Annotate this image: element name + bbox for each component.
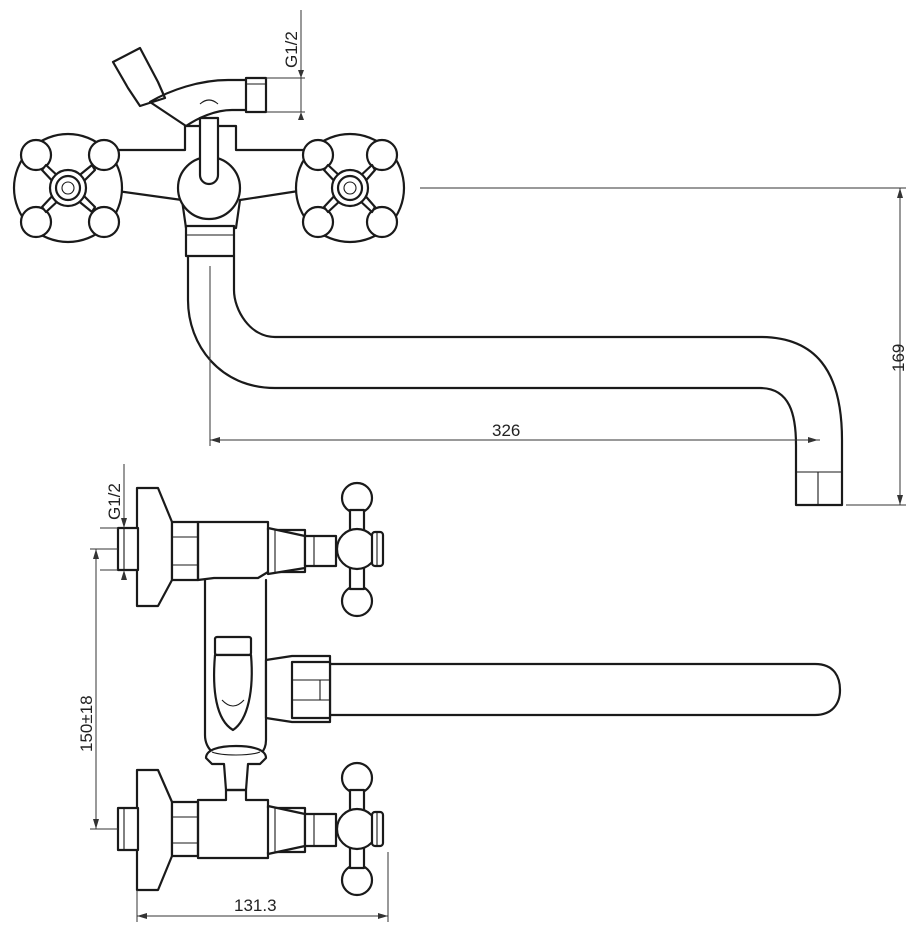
spout-reach-label: 326	[492, 421, 520, 440]
dimension-center-distance: 150±18	[77, 548, 118, 830]
spout-top	[186, 254, 844, 507]
shower-holder	[204, 744, 268, 792]
lower-connection	[116, 768, 200, 892]
depth-label: 131.3	[234, 896, 277, 915]
height-label: 169	[889, 344, 908, 372]
right-handle-top	[294, 132, 406, 244]
top-view: G1/2 169 326	[12, 10, 908, 507]
diverter-lever	[111, 46, 268, 128]
thread-side-label: G1/2	[105, 483, 124, 520]
side-view: G1/2 150±18 131.3	[77, 464, 842, 922]
thread-top-label: G1/2	[282, 31, 301, 68]
upper-valve-body	[196, 520, 338, 582]
mixer-body-top	[108, 99, 307, 258]
dimension-thread-top: G1/2	[266, 10, 305, 120]
upper-connection	[116, 486, 200, 608]
lower-handle-side	[335, 761, 385, 897]
spout-side	[328, 662, 842, 717]
left-handle-top	[12, 132, 124, 244]
dimension-height: 169	[420, 187, 908, 506]
dimension-thread-side: G1/2	[100, 464, 127, 580]
central-body	[203, 578, 332, 762]
center-distance-label: 150±18	[77, 695, 96, 752]
dimension-spout-reach: 326	[209, 266, 820, 446]
lower-valve-body	[196, 788, 338, 860]
dimension-depth: 131.3	[136, 852, 389, 922]
upper-handle-side	[335, 481, 385, 618]
